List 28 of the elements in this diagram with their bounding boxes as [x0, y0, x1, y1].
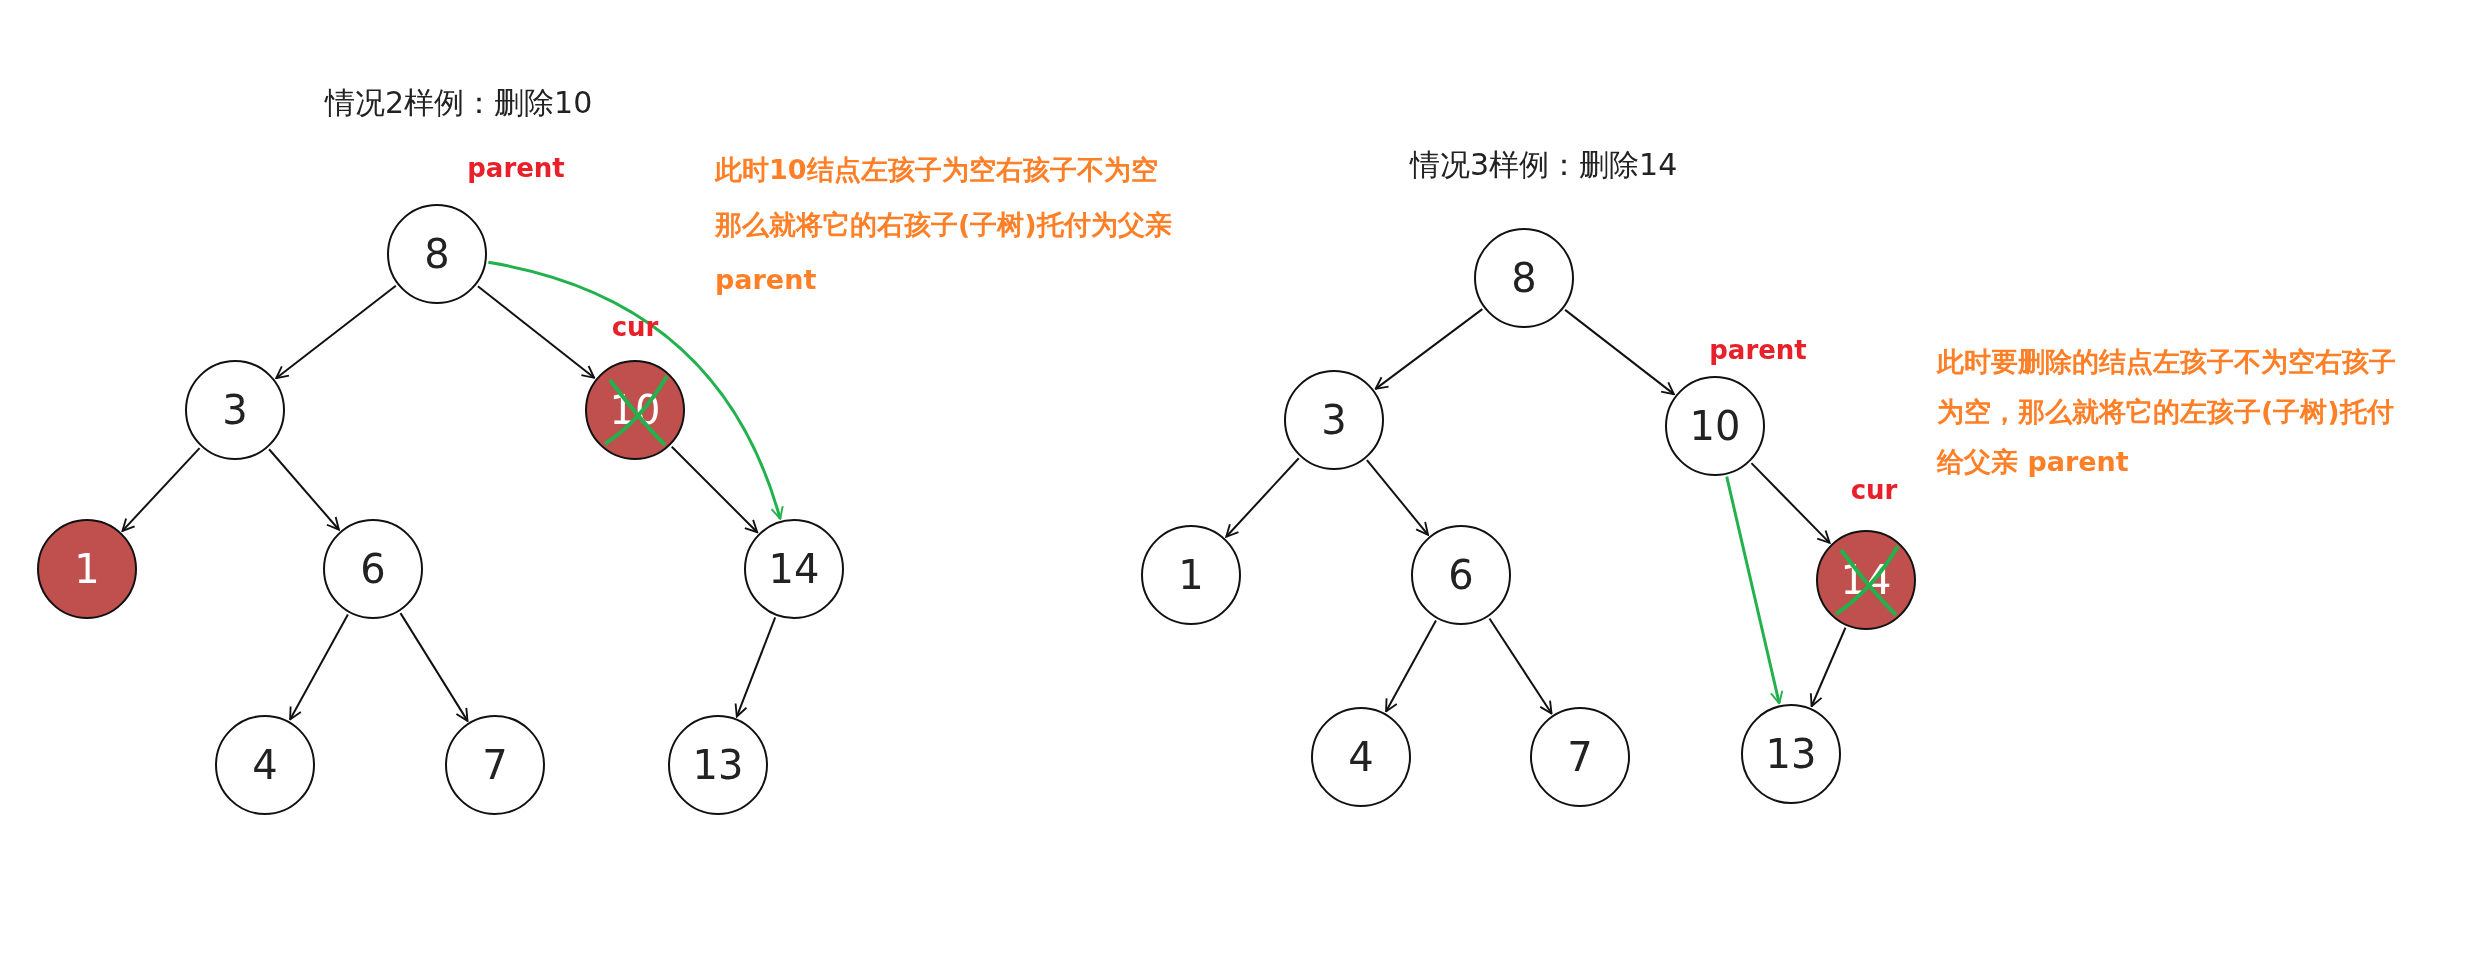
- heading-text: 情况2样例：删除10: [325, 84, 593, 122]
- node-caption: cur: [1850, 474, 1898, 507]
- arrow: [476, 285, 596, 379]
- arrow: [1385, 619, 1437, 713]
- arrow: [488, 260, 784, 520]
- arrow: [670, 445, 759, 534]
- annotation-text: 给父亲 parent: [1937, 445, 2129, 479]
- arrow: [1750, 462, 1831, 544]
- node-caption: parent: [467, 152, 565, 185]
- arrow: [268, 448, 340, 531]
- annotation-text: 为空，那么就将它的左孩子(子树)托付: [1937, 395, 2394, 429]
- heading-text: 情况3样例：删除14: [1410, 146, 1678, 184]
- arrow: [289, 613, 349, 721]
- arrow: [1365, 459, 1430, 536]
- arrow: [399, 612, 469, 722]
- annotation-text: 此时要删除的结点左孩子不为空右孩子: [1937, 345, 2396, 379]
- node-caption: cur: [611, 311, 659, 344]
- arrow: [1725, 476, 1784, 705]
- arrow: [121, 447, 201, 532]
- arrow: [275, 284, 397, 380]
- arrow: [1225, 457, 1300, 538]
- arrow: [1564, 308, 1675, 396]
- arrow: [1374, 308, 1484, 390]
- arrow: [1488, 617, 1553, 715]
- annotation-text: parent: [715, 263, 817, 297]
- node-caption: parent: [1709, 334, 1807, 367]
- annotation-text: 此时10结点左孩子为空右孩子不为空: [715, 153, 1158, 187]
- annotation-text: 那么就将它的右孩子(子树)托付为父亲: [715, 208, 1172, 242]
